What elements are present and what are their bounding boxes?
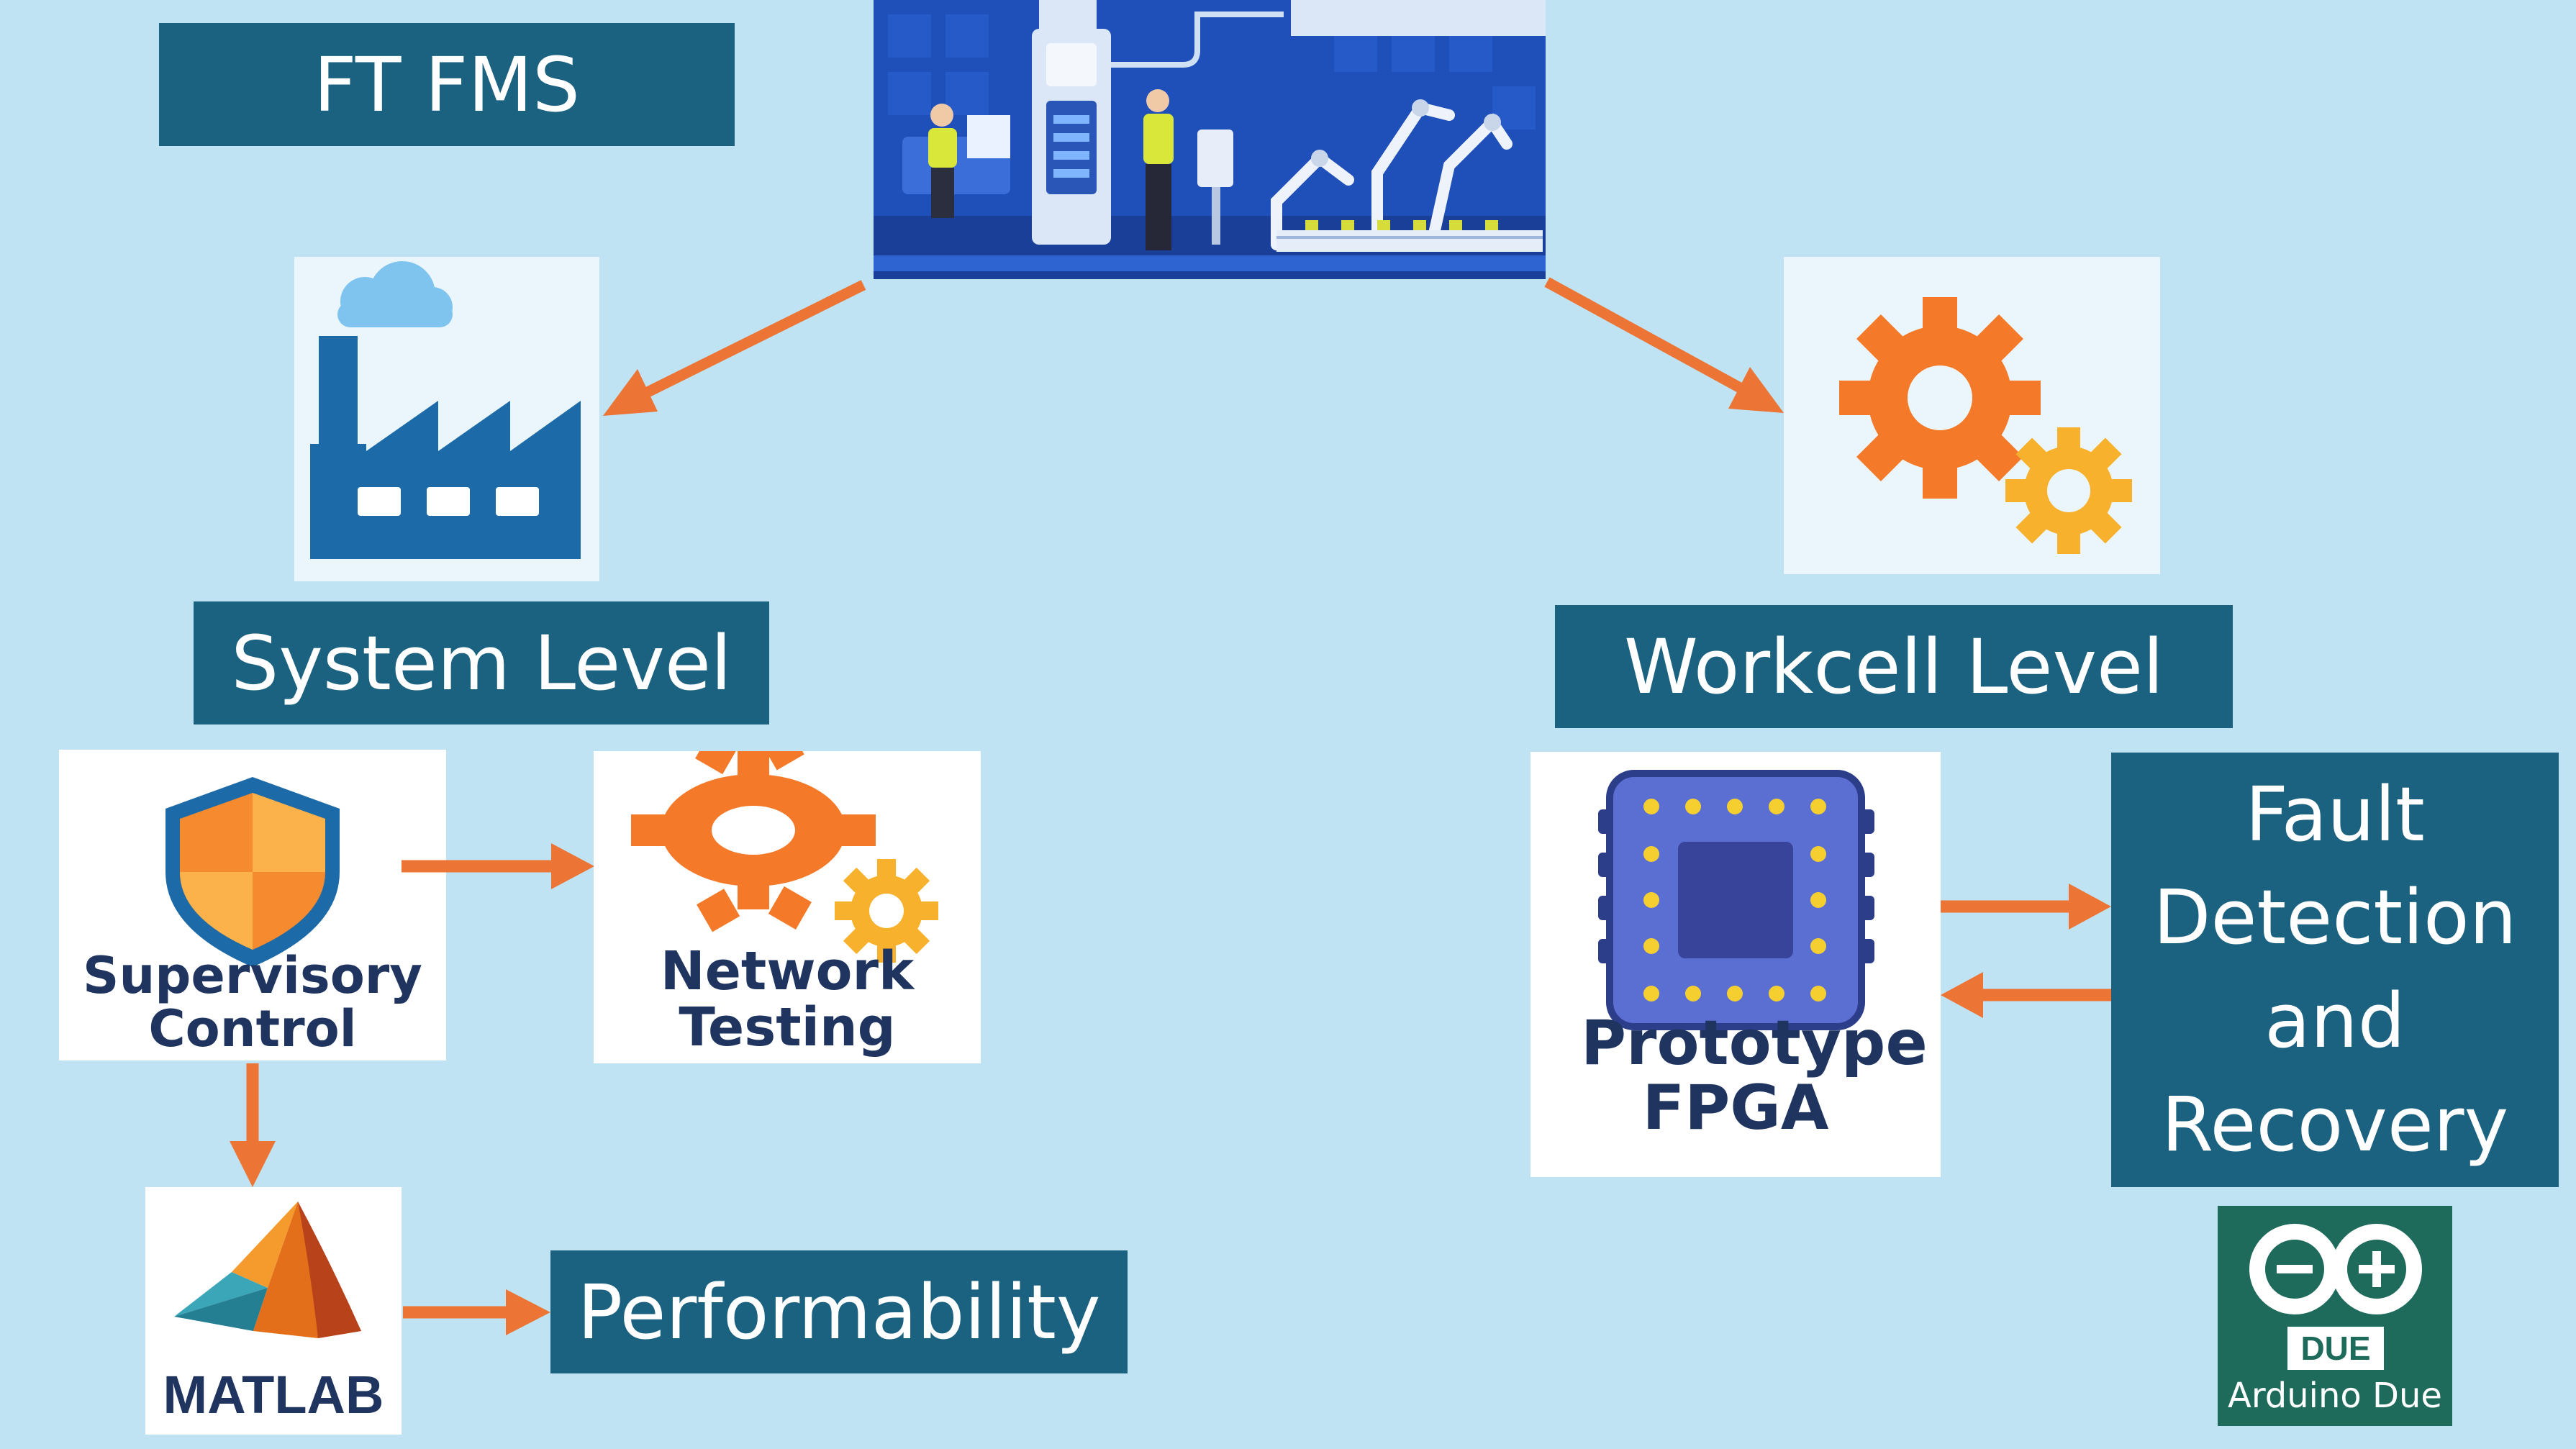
arrow-to-workcell	[1544, 277, 1744, 394]
fpga-chip-icon	[1598, 770, 1874, 1030]
network-gears-icon	[631, 751, 938, 963]
prototype-fpga-tile: Prototype FPGA	[1530, 752, 1941, 1177]
arrowhead-fpga-to-fault	[2069, 884, 2111, 930]
workcell-level-label: Workcell Level	[1555, 605, 2233, 728]
arrowhead-to-system	[603, 369, 658, 416]
smart-factory-illustration	[874, 0, 1546, 279]
page-title: FT FMS	[159, 23, 735, 146]
network-testing-tile: Network Testing	[594, 751, 981, 1063]
page-title-text: FT FMS	[313, 40, 581, 129]
arrowhead-fault-to-fpga	[1941, 972, 1983, 1018]
arrow-to-system	[643, 280, 866, 398]
matlab-logo-icon	[174, 1202, 361, 1338]
supervisory-control-caption: Supervisory Control	[83, 946, 422, 1058]
workcell-level-text: Workcell Level	[1624, 622, 2164, 711]
arrowhead-to-workcell	[1728, 367, 1784, 413]
performability-label: Performability	[550, 1250, 1128, 1373]
performability-text: Performability	[577, 1268, 1101, 1356]
arduino-caption: Arduino Due	[2228, 1376, 2442, 1416]
arrowhead-matlab-to-performability	[506, 1289, 550, 1335]
arduino-badge-text: DUE	[2300, 1330, 2371, 1367]
arduino-logo-icon	[2249, 1224, 2422, 1370]
matlab-caption: MATLAB	[163, 1365, 384, 1425]
system-level-text: System Level	[231, 619, 732, 707]
matlab-tile: MATLAB	[145, 1187, 402, 1435]
gears-tile	[1784, 257, 2160, 574]
factory-tile	[294, 257, 599, 581]
factory-icon	[310, 261, 581, 559]
prototype-fpga-caption: Prototype FPGA	[1581, 1007, 1928, 1145]
network-testing-caption: Network Testing	[660, 940, 915, 1058]
shield-icon	[165, 777, 340, 967]
system-level-label: System Level	[194, 601, 769, 724]
supervisory-control-tile: Supervisory Control	[59, 750, 446, 1060]
arrowhead-supervisory-to-matlab	[230, 1141, 276, 1187]
fault-detection-text: Fault Detection and Recovery	[2153, 770, 2517, 1168]
fault-detection-label: Fault Detection and Recovery	[2111, 753, 2559, 1187]
arduino-due-logo: DUE Arduino Due	[2218, 1206, 2452, 1426]
arrowhead-supervisory-to-network	[551, 843, 594, 889]
gears-icon	[1839, 297, 2132, 554]
